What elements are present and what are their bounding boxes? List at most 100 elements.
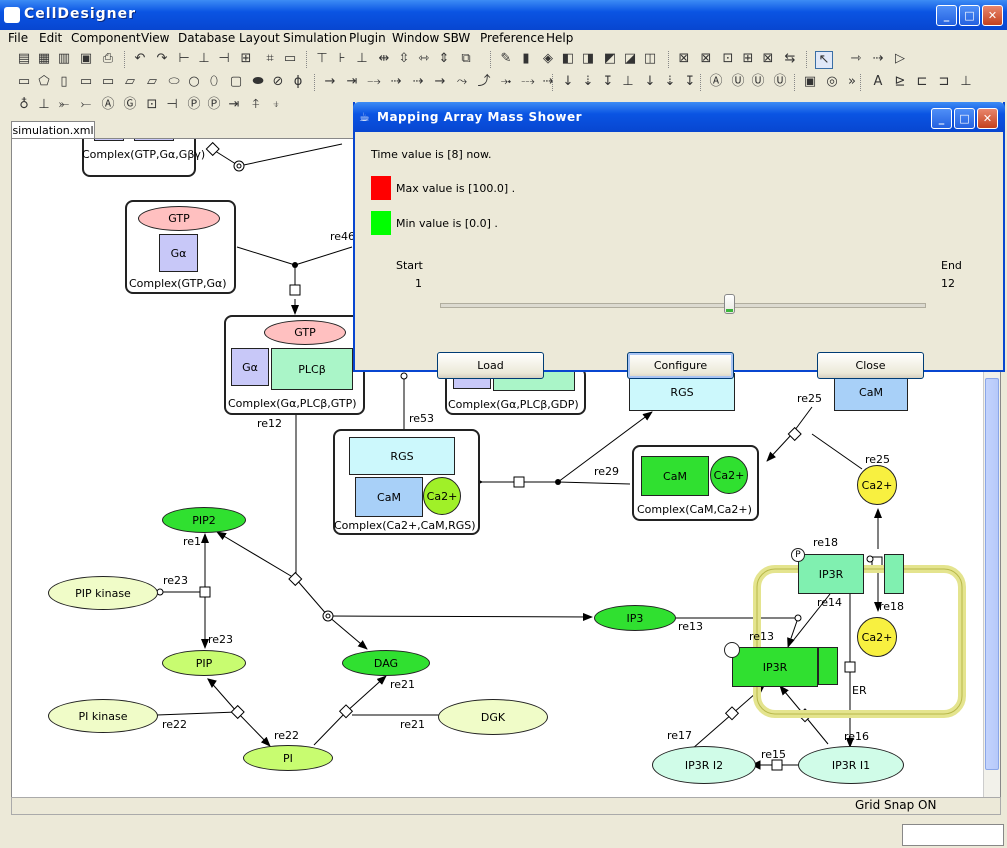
species-ip3r-channel[interactable] — [884, 554, 904, 594]
complex-gtp-ga[interactable]: GTP Gα Complex(GTP,Gα) — [125, 200, 236, 294]
load-button[interactable]: Load — [437, 352, 544, 379]
complex-ga-plcb-gtp[interactable]: GTP Gα PLCβ Complex(Gα,PLCβ,GTP) — [224, 315, 365, 415]
layout-a-icon[interactable]: ⊵ — [894, 74, 906, 89]
minimize-button[interactable]: _ — [936, 5, 957, 26]
align-left-icon[interactable]: ⊢ — [178, 51, 190, 66]
reaction-catalysis-icon[interactable]: ⇥ — [346, 74, 358, 89]
layout-d-icon[interactable]: ⊥ — [960, 74, 972, 89]
shape-drug-icon[interactable]: ▢ — [229, 74, 243, 89]
tool-g-icon[interactable]: ◫ — [643, 51, 657, 66]
layout-c-icon[interactable]: ⊐ — [938, 74, 950, 89]
text-icon[interactable]: A — [873, 74, 883, 89]
undo-icon[interactable]: ↶ — [134, 51, 146, 66]
menu-view[interactable]: View — [141, 31, 170, 45]
new-icon[interactable]: ▤ — [17, 51, 31, 66]
mod-d-icon[interactable]: ⤚ — [80, 97, 92, 112]
tool-c-icon[interactable]: ◧ — [561, 51, 575, 66]
mod-a-icon[interactable]: ♁ — [19, 97, 29, 112]
species-pip2[interactable]: PIP2 — [162, 507, 246, 533]
redo-icon[interactable]: ↷ — [156, 51, 168, 66]
shape-phenotype-icon[interactable]: ⬭ — [168, 74, 180, 89]
species-cam[interactable]: CaM — [641, 456, 709, 496]
zoom-page-icon[interactable]: ⊠ — [762, 51, 774, 66]
configure-button[interactable]: Configure — [627, 352, 734, 379]
residue-a-icon[interactable]: Ⓐ — [709, 74, 723, 89]
shape-protein-icon[interactable]: ▭ — [17, 74, 31, 89]
reaction-tool-b-icon[interactable]: ⇢ — [872, 51, 884, 66]
menu-file[interactable]: File — [8, 31, 29, 45]
snap-icon[interactable]: ⌗ — [266, 51, 274, 66]
reaction-tool-c-icon[interactable]: ▷ — [895, 51, 905, 66]
menu-edit[interactable]: Edit — [39, 31, 63, 45]
distribute-h-icon[interactable]: ⇹ — [378, 51, 390, 66]
compartment-oval-icon[interactable]: ◎ — [826, 74, 838, 89]
tool-b-icon[interactable]: ◈ — [543, 51, 553, 66]
mod-j-icon[interactable]: ⍏ — [252, 97, 260, 112]
shape-degraded-icon[interactable]: ⊘ — [272, 74, 284, 89]
tab-simulation-xml[interactable]: simulation.xml — [11, 121, 95, 140]
grid-icon[interactable]: ⊞ — [240, 51, 252, 66]
species-pi-kinase[interactable]: PI kinase — [48, 699, 158, 733]
dialog-titlebar[interactable]: ☕ Mapping Array Mass Shower _ □ ✕ — [353, 102, 1005, 132]
tool-a-icon[interactable]: ▮ — [522, 51, 530, 66]
zoom-in-icon[interactable]: ⊠ — [700, 51, 712, 66]
complex-cam-ca[interactable]: CaM Ca2+ Complex(CaM,Ca2+) — [632, 445, 759, 521]
tool-e-icon[interactable]: ◩ — [603, 51, 617, 66]
export-icon[interactable]: ⇆ — [784, 51, 796, 66]
species-pip-kinase[interactable]: PIP kinase — [48, 576, 158, 610]
species-ip3r-active[interactable]: IP3R — [732, 647, 818, 687]
species-rgs[interactable]: RGS — [629, 373, 735, 411]
menu-simulation[interactable]: Simulation — [283, 31, 347, 45]
reaction-truncation-icon[interactable]: ⤞ — [500, 74, 512, 89]
reaction-unknown-icon[interactable]: ⇢ — [412, 74, 424, 89]
dialog-minimize-button[interactable]: _ — [931, 108, 952, 129]
align-middle-icon[interactable]: ⊦ — [338, 51, 346, 66]
phospho-b-icon[interactable]: Ⓟ — [207, 97, 221, 112]
modifier-d-icon[interactable]: ⊥ — [622, 74, 634, 89]
modifier-f-icon[interactable]: ⇣ — [664, 74, 676, 89]
phospho-icon[interactable]: Ⓟ — [187, 97, 201, 112]
mod-h-icon[interactable]: ⊣ — [166, 97, 178, 112]
layout-icon[interactable]: ▭ — [283, 51, 297, 66]
reaction-inhibition-icon[interactable]: ⤍ — [367, 74, 381, 89]
species-cam[interactable]: CaM — [834, 373, 908, 411]
species-cam[interactable]: CaM — [355, 477, 423, 517]
modifier-c-icon[interactable]: ↧ — [602, 74, 614, 89]
modifier-g-icon[interactable]: ↧ — [684, 74, 696, 89]
tool-f-icon[interactable]: ◪ — [623, 51, 637, 66]
species-ip3r-i2[interactable]: IP3R I2 — [652, 746, 756, 784]
mod-c-icon[interactable]: ⤜ — [58, 97, 70, 112]
time-slider-track[interactable] — [440, 303, 926, 308]
tool-d-icon[interactable]: ◨ — [581, 51, 595, 66]
compartment-rect-icon[interactable]: ▣ — [803, 74, 817, 89]
complex-gtp-ga-gby[interactable]: Complex(GTP,Gα,Gβγ) — [82, 139, 205, 177]
close-button[interactable]: Close — [817, 352, 924, 379]
shape-simple-molecule-icon[interactable]: ⬯ — [209, 74, 219, 89]
species-plcb[interactable]: PLCβ — [271, 348, 353, 390]
pen-icon[interactable]: ✎ — [500, 51, 512, 66]
menu-help[interactable]: Help — [546, 31, 574, 45]
shape-receptor-icon[interactable]: ⬠ — [38, 74, 50, 89]
shape-rna-icon[interactable]: ▱ — [125, 74, 135, 89]
align-center-icon[interactable]: ⊥ — [198, 51, 210, 66]
species-pi[interactable]: PI — [243, 745, 333, 771]
close-window-button[interactable]: ✕ — [982, 5, 1003, 26]
reaction-dissoc-icon[interactable]: ⤴ — [477, 74, 491, 89]
scroll-thumb[interactable] — [985, 378, 999, 770]
species-ip3[interactable]: IP3 — [594, 605, 676, 631]
reaction-omitted-icon[interactable]: → — [434, 74, 446, 89]
species-gtp[interactable]: GTP — [264, 320, 346, 345]
shape-truncated-icon[interactable]: ▭ — [79, 74, 93, 89]
menu-preference[interactable]: Preference — [480, 31, 545, 45]
open-icon[interactable]: ▦ — [37, 51, 51, 66]
residue-d-icon[interactable]: Ⓤ — [773, 74, 787, 89]
species-dgk[interactable]: DGK — [438, 699, 548, 735]
species-ip3r-membrane[interactable]: IP3R — [798, 554, 864, 594]
modifier-e-icon[interactable]: ↓ — [644, 74, 656, 89]
reaction-hetero-icon[interactable]: ⤏ — [521, 74, 535, 89]
reaction-assoc-icon[interactable]: ⤳ — [456, 74, 468, 89]
shape-antisense-icon[interactable]: ▱ — [147, 74, 157, 89]
shape-channel-icon[interactable]: ▯ — [60, 74, 68, 89]
more-icon[interactable]: » — [848, 74, 856, 89]
species-ip3r-i1[interactable]: IP3R I1 — [798, 746, 904, 784]
